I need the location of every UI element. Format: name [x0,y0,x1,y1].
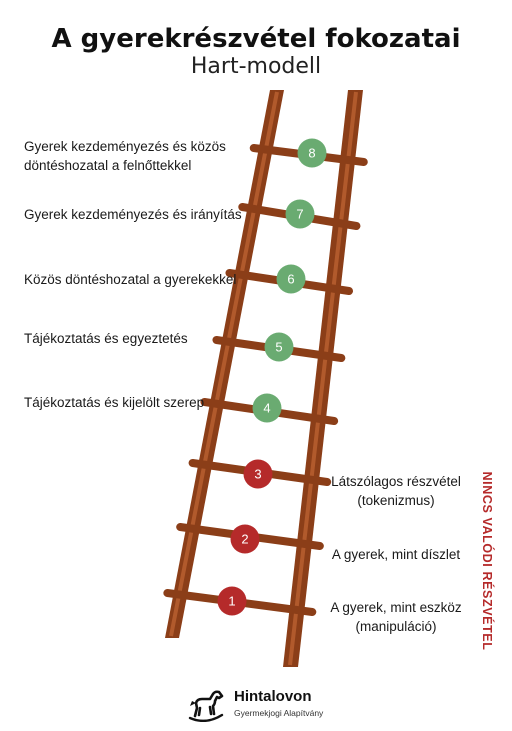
rung-5-badge [264,332,294,362]
rung-1-number: 1 [228,594,235,609]
rung-4-number: 4 [263,401,270,416]
rung-1-badge [217,586,247,616]
logo-subtitle: Gyermekjogi Alapítvány [234,708,324,718]
logo-name: Hintalovon [234,688,312,705]
rung-2-badge [230,524,260,554]
rung-6-label: Közös döntéshozatal a gyerekekkel [24,272,237,287]
rung-3-number: 3 [254,467,261,482]
rung-5-label: Tájékoztatás és egyeztetés [24,331,188,346]
rung-8-badge [297,138,327,168]
rung-5-number: 5 [275,340,282,355]
no-real-participation-label: NINCS VALÓDI RÉSZVÉTEL [480,471,494,651]
rung-2-label: A gyerek, mint díszlet [331,547,461,562]
rung-7-badge [285,199,315,229]
rocking-horse-icon [188,690,224,722]
rung-7-label: Gyerek kezdeményezés és irányítás [24,207,242,222]
rung-1-label: A gyerek, mint eszköz(manipuláció) [330,600,462,634]
ladder-rail-left-highlight [169,91,279,637]
rung-6-badge [276,264,306,294]
page-subtitle: Hart-modell [190,54,322,79]
rung-6-number: 6 [287,272,294,287]
ladder-rail-right-highlight [288,91,358,666]
rung-3-badge [243,459,273,489]
rung-8-number: 8 [308,146,315,161]
page-title: A gyerekrészvétel fokozatai [51,24,461,54]
rung-3-label: Látszólagos részvétel(tokenizmus) [331,474,461,508]
rung-2-number: 2 [241,532,248,547]
logo: Hintalovon Gyermekjogi Alapítvány [186,688,336,724]
rung-4-badge [252,393,282,423]
rung-4-label: Tájékoztatás és kijelölt szerep [24,395,205,410]
rung-7-number: 7 [296,207,303,222]
